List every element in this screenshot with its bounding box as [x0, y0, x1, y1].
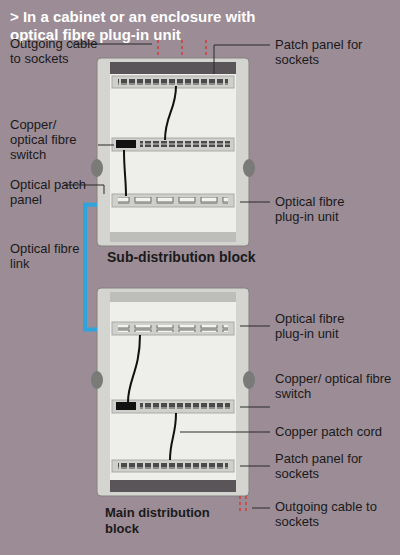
- part-label: Copper/ optical fibre switch: [275, 372, 393, 402]
- block-name: Main distribution block: [105, 505, 235, 536]
- link-label: Optical fibre link: [10, 242, 82, 272]
- part-label: Patch panel for sockets: [275, 38, 385, 68]
- part-label: Outgoing cable to sockets: [10, 37, 100, 67]
- part-label: Optical patch panel: [10, 178, 86, 208]
- part-label: Patch panel for sockets: [275, 452, 393, 482]
- part-label: Outgoing cable to sockets: [275, 500, 393, 530]
- block-name: Sub-distribution block: [107, 249, 282, 266]
- optical-fibre-link: [85, 205, 97, 330]
- cabinet: Main distribution block: [97, 288, 249, 496]
- part-label: Optical fibre plug-in unit: [275, 312, 375, 342]
- part-label: Copper patch cord: [275, 425, 393, 440]
- cabinet: Sub-distribution block: [97, 58, 249, 246]
- part-label: Optical fibre plug-in unit: [275, 195, 375, 225]
- part-label: Copper/ optical fibre switch: [10, 118, 95, 163]
